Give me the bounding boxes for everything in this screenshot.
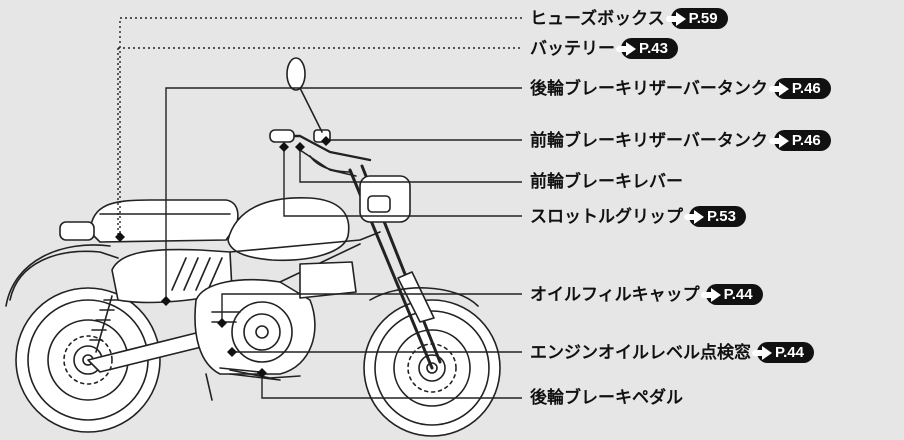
side-cover <box>111 248 233 304</box>
callout-label: オイルフィルキャップ <box>530 284 700 305</box>
arrow-right-icon <box>768 133 789 148</box>
arrow-right-icon <box>684 209 704 224</box>
arrow-right-icon <box>700 287 721 302</box>
leader-lines <box>117 17 522 399</box>
page-ref-text: P.43 <box>639 39 668 57</box>
page-ref-link[interactable]: P.46 <box>768 130 831 151</box>
callout-label: エンジンオイルレベル点検窓 <box>530 342 751 363</box>
arrow-right-icon <box>768 81 789 96</box>
page-ref-text: P.59 <box>688 9 718 27</box>
mirror <box>286 57 323 133</box>
page-ref-link[interactable]: P.46 <box>768 78 831 99</box>
callout-front-brake-lever: 前輪ブレーキレバー <box>530 172 683 192</box>
engine <box>194 279 316 375</box>
callout-label: 後輪ブレーキリザーバータンク <box>530 78 768 99</box>
arrow-right-icon <box>665 11 686 26</box>
page-ref-text: P.46 <box>791 131 821 149</box>
fuel-tank <box>227 197 350 262</box>
seat <box>89 199 239 243</box>
headlight <box>359 175 411 223</box>
callout-oil-level-window: エンジンオイルレベル点検窓 P.44 <box>530 342 814 363</box>
callout-label: 前輪ブレーキレバー <box>530 172 683 192</box>
callout-fuse-box: ヒューズボックス P.59 <box>530 8 728 29</box>
callout-label: 前輪ブレーキリザーバータンク <box>530 130 768 151</box>
callout-label: ヒューズボックス <box>530 8 665 29</box>
page-ref-link[interactable]: P.43 <box>616 38 678 59</box>
handlebar <box>269 129 372 177</box>
page-ref-text: P.53 <box>707 207 736 225</box>
callout-front-brake-reservoir: 前輪ブレーキリザーバータンク P.46 <box>530 130 831 151</box>
callout-label: スロットルグリップ <box>530 206 683 227</box>
callout-label: バッテリー <box>530 38 615 59</box>
rear-shock <box>95 295 113 353</box>
page-ref-link[interactable]: P.59 <box>665 8 728 29</box>
page-ref-link[interactable]: P.44 <box>752 342 814 363</box>
callout-throttle-grip: スロットルグリップ P.53 <box>530 206 746 227</box>
callout-oil-fill-cap: オイルフィルキャップ P.44 <box>530 284 763 305</box>
callout-battery: バッテリー P.43 <box>530 38 678 59</box>
arrow-right-icon <box>752 345 772 360</box>
callout-rear-brake-reservoir: 後輪ブレーキリザーバータンク P.46 <box>530 78 831 99</box>
callout-rear-brake-pedal: 後輪ブレーキペダル <box>530 388 683 408</box>
page-ref-text: P.44 <box>775 343 804 361</box>
page-ref-text: P.44 <box>723 285 753 303</box>
page-ref-text: P.46 <box>791 79 821 97</box>
pointer-markers <box>115 136 331 378</box>
rear-fender <box>9 250 119 301</box>
page-ref-link[interactable]: P.53 <box>684 206 746 227</box>
page-ref-link[interactable]: P.44 <box>700 284 763 305</box>
arrow-right-icon <box>616 41 636 56</box>
callout-label: 後輪ブレーキペダル <box>530 388 683 408</box>
